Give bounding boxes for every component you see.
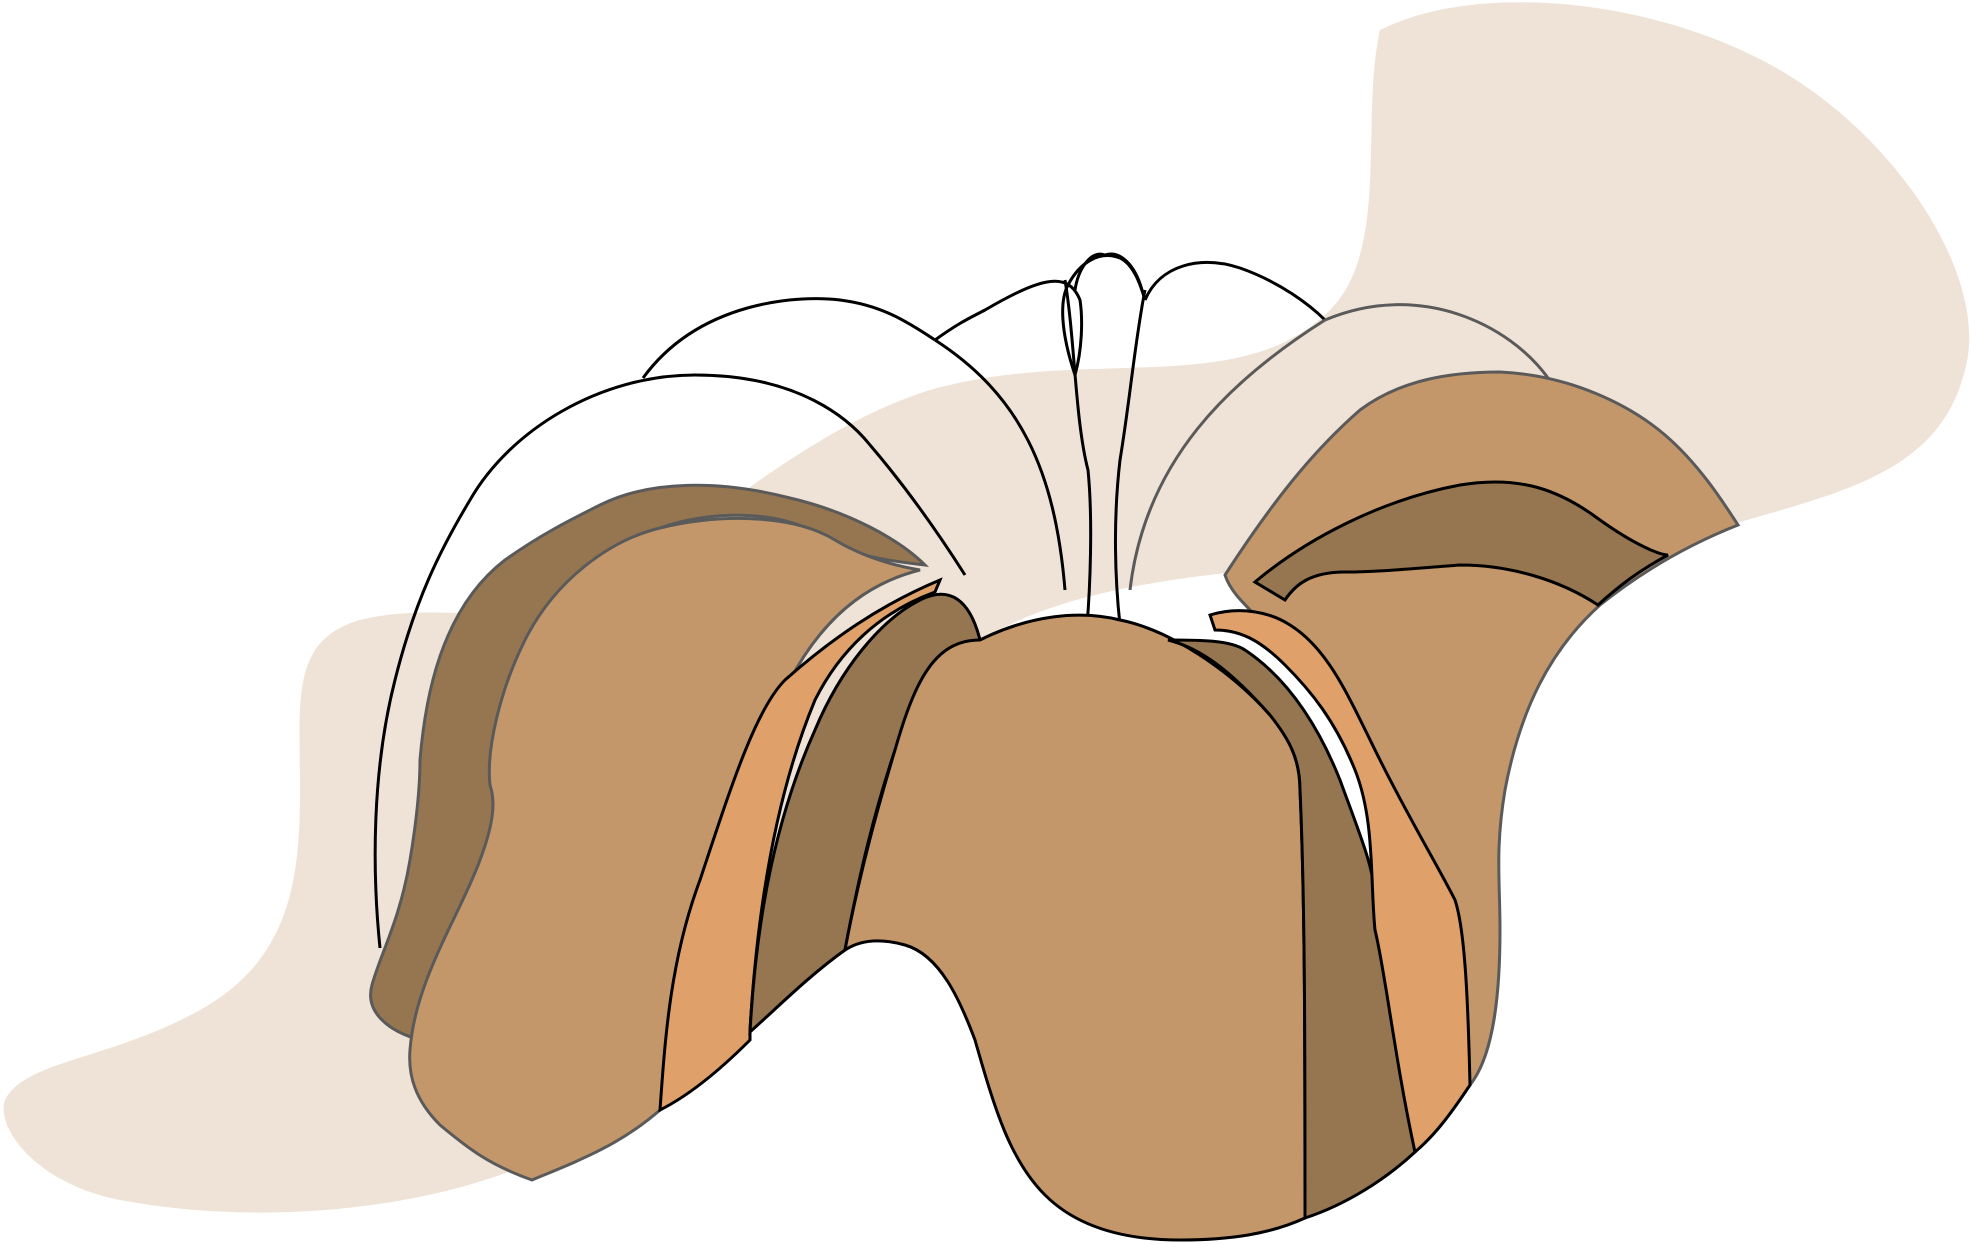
right-rear-slice-outer-outline <box>1324 303 1550 379</box>
left-rear-slice-top-outline <box>641 297 936 379</box>
right-rear-slice-top-outline <box>1143 261 1327 322</box>
center-rear-slice-peak <box>1073 252 1144 291</box>
center-rear-slice-left-side <box>1063 279 1093 626</box>
right-slice-dark-band <box>1252 480 1669 607</box>
right-rear-slice-inner-cut <box>1128 318 1326 591</box>
left-rear-slice-body-outline <box>373 373 967 949</box>
center-slice-light-face <box>842 613 1307 1242</box>
left-rear-slice-inner-cut <box>934 338 1067 591</box>
center-rear-slice-outline <box>934 254 1147 381</box>
center-slice-dark-band <box>1167 638 1417 1221</box>
center-slice-filling <box>1208 609 1472 1155</box>
center-rear-slice-right-side <box>1113 289 1147 626</box>
